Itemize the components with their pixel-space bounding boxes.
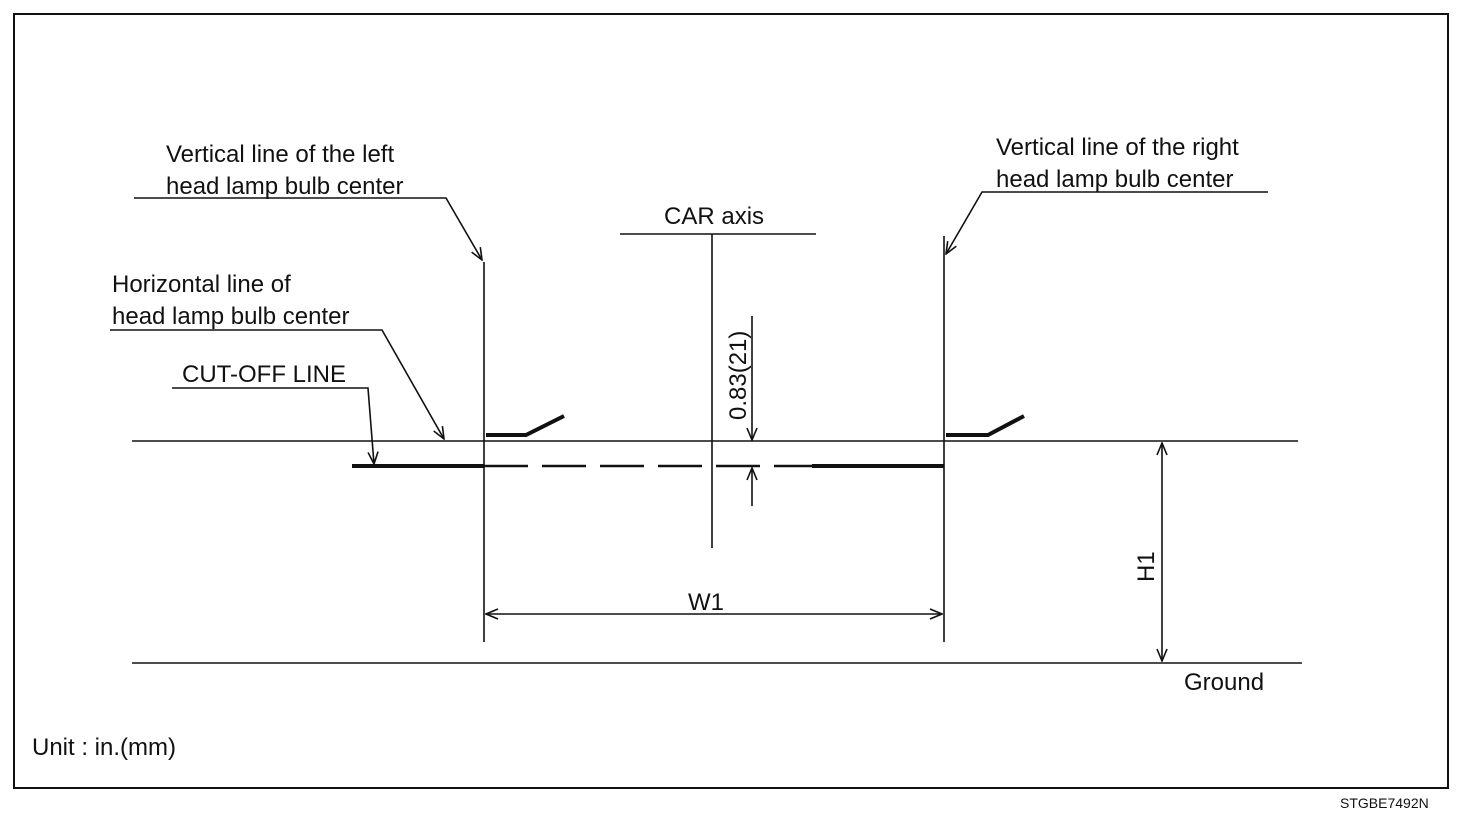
vertical-left-label-line1: Vertical line of the left — [166, 141, 394, 168]
vertical-left-label-line2: head lamp bulb center — [166, 173, 404, 200]
cutoff-label: CUT-OFF LINE — [182, 361, 346, 388]
car-axis-label: CAR axis — [664, 203, 764, 230]
cutoff-leader — [172, 387, 374, 464]
diagram-frame — [13, 13, 1449, 789]
vertical-right-leader — [946, 191, 1268, 254]
unit-label: Unit : in.(mm) — [32, 734, 176, 761]
left-beam-kickup — [486, 414, 565, 437]
offset-dimension-label: 0.83(21) — [725, 331, 752, 420]
h1-label: H1 — [1133, 551, 1160, 582]
vertical-right-label-line1: Vertical line of the right — [996, 134, 1239, 161]
horizontal-leader — [110, 329, 444, 439]
horizontal-label-line1: Horizontal line of — [112, 271, 291, 298]
horizontal-label-line2: head lamp bulb center — [112, 303, 350, 330]
w1-label: W1 — [688, 589, 724, 616]
figure-code: STGBE7492N — [1340, 795, 1429, 811]
vertical-right-label-line2: head lamp bulb center — [996, 166, 1234, 193]
right-beam-kickup — [946, 414, 1025, 437]
vertical-left-leader — [134, 197, 482, 260]
ground-label: Ground — [1184, 669, 1264, 696]
